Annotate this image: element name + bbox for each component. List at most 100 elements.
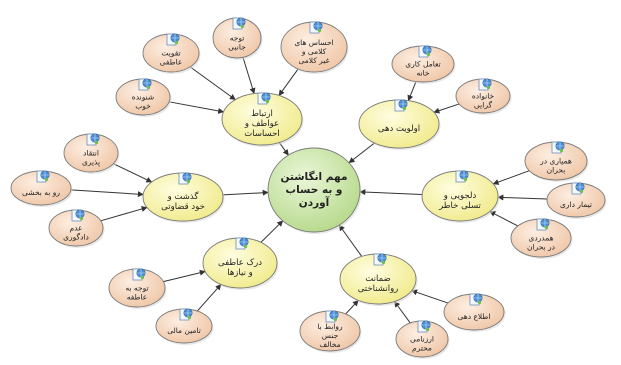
edge-p15-y6 [113, 163, 153, 183]
center-node-label: آوردن [299, 196, 330, 209]
document-globe-icon [373, 253, 387, 266]
center-node-shape [267, 147, 361, 233]
subtopic-node-p17-label: عدم [69, 224, 82, 233]
topic-node-y1-label: ارتباط [251, 109, 273, 119]
edge-p5-y2 [407, 81, 417, 102]
subtopic-node-p2-label: جانبی [228, 43, 246, 52]
topic-node-y6-label: خود قضاوتی [161, 202, 205, 212]
edge-p1-y1 [189, 66, 236, 101]
document-globe-icon [455, 170, 469, 183]
topic-node-y2-label: اولویت دهی [378, 124, 420, 134]
document-globe-icon [418, 45, 432, 58]
subtopic-node-p15-label: انتقاد [83, 149, 99, 158]
edge-p14-y5 [196, 283, 222, 312]
center-node-label: مهم انگاشتن [281, 170, 348, 183]
document-globe-icon [86, 133, 100, 146]
edge-y6-center [222, 189, 269, 196]
document-globe-icon [138, 78, 152, 91]
topic-node-y3-label: دلجویی و [443, 191, 477, 201]
document-globe-icon [71, 209, 85, 222]
edge-y1-center [278, 142, 289, 156]
subtopic-node-p13-label: عاطفه [127, 293, 148, 302]
edge-p6-y2 [433, 103, 460, 114]
topic-node-y1-label: عواطف و [244, 119, 279, 129]
center-node-label: و به حساب [286, 184, 343, 196]
edge-p2-y1 [242, 57, 256, 95]
subtopic-node-p4-label: خوب [135, 102, 151, 111]
topic-node-y4-label: روانشناختی [358, 284, 399, 294]
document-globe-icon [478, 78, 492, 91]
edge-p11-y4 [345, 299, 359, 315]
subtopic-node-p11-label: جنس [322, 331, 339, 340]
subtopic-node-p3-label: غیر کلامی [298, 56, 329, 65]
subtopic-node-p12-label: محترم [412, 344, 432, 353]
subtopic-node-p8-label: تیمار داری [560, 200, 592, 209]
document-globe-icon [132, 268, 146, 281]
subtopic-node-p11-label: مخالف [319, 340, 340, 349]
edge-p4-y1 [168, 101, 225, 114]
subtopic-node-p14[interactable]: تامین مالی [155, 308, 214, 345]
subtopic-node-p7-label: همیاری در [539, 157, 572, 166]
subtopic-node-p9-label: در بحران [527, 243, 555, 252]
subtopic-node-p15-label: پذیری [82, 158, 100, 167]
document-globe-icon [417, 320, 431, 333]
subtopic-node-p10-label: اطلاع دهی [458, 312, 491, 321]
document-globe-icon [551, 141, 565, 154]
edge-p17-y6 [100, 206, 148, 222]
document-globe-icon [469, 293, 483, 306]
edge-p13-y5 [163, 269, 206, 283]
topic-node-y5-label: درک عاطفی [218, 258, 262, 268]
edge-p9-y3 [489, 211, 519, 227]
document-globe-icon [394, 99, 408, 112]
edge-p10-y4 [411, 289, 449, 304]
document-globe-icon [36, 170, 50, 183]
document-globe-icon [325, 310, 339, 323]
edge-y4-center [338, 224, 363, 257]
topic-node-y2[interactable]: اولویت دهی [358, 99, 441, 150]
document-globe-icon [235, 237, 249, 250]
subtopic-node-p7-label: بحران [547, 166, 566, 175]
document-globe-icon [257, 92, 271, 105]
document-globe-icon [309, 21, 323, 34]
subtopic-node-p13-label: توجه به [125, 284, 148, 293]
document-globe-icon [178, 172, 192, 185]
subtopic-node-p3-label: احساس های [294, 38, 333, 47]
document-globe-icon [571, 182, 585, 195]
topic-node-y1-label: احساسات [244, 129, 280, 139]
subtopic-node-p16[interactable]: رو به بخشی [10, 170, 73, 207]
subtopic-node-p9-label: همدردی [528, 234, 553, 243]
subtopic-node-p10[interactable]: اطلاع دهی [443, 293, 506, 332]
subtopic-node-p4-label: شنونده [132, 93, 154, 102]
document-globe-icon [179, 308, 193, 321]
subtopic-node-p5-label: تعامل کاری [405, 60, 440, 69]
edge-y3-center [359, 189, 423, 196]
subtopic-node-p12-label: ارزنامی [410, 335, 434, 344]
edge-y2-center [348, 142, 375, 164]
subtopic-node-p2-label: توجه [230, 34, 245, 43]
subtopic-node-p16-label: رو به بخشی [22, 188, 60, 197]
subtopic-node-p1-label: عاطفی [160, 58, 183, 67]
subtopic-node-p8[interactable]: تیمار داری [546, 182, 607, 219]
topic-node-y4-label: ضمانت [365, 274, 390, 284]
